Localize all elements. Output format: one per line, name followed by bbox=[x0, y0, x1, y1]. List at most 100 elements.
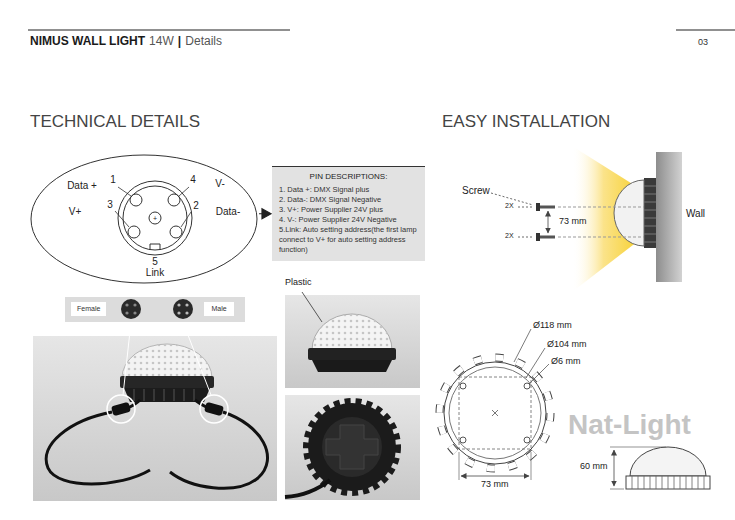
pin-diagram: Data +14V-V+32Data-+5Link bbox=[30, 154, 258, 284]
dimension-line bbox=[610, 447, 666, 489]
cable bbox=[46, 412, 150, 484]
screw-symbol bbox=[540, 236, 555, 239]
bottom-view bbox=[524, 437, 530, 443]
connector-photo-bar bbox=[65, 297, 245, 322]
lamp-photo bbox=[200, 395, 228, 423]
header-rule bbox=[676, 29, 735, 30]
dimension-line bbox=[459, 452, 460, 480]
lamp-bottom-photo bbox=[326, 425, 378, 469]
leader-line bbox=[518, 237, 533, 238]
bottom-view bbox=[440, 358, 551, 469]
cable bbox=[170, 412, 268, 488]
connector-face bbox=[118, 181, 192, 255]
pin-leader bbox=[179, 187, 189, 196]
connector-photo-bar bbox=[65, 297, 245, 322]
lamp-top-photo bbox=[312, 314, 392, 350]
lamp-bottom-photo bbox=[285, 480, 330, 497]
dimension: 73 mm bbox=[481, 480, 509, 490]
quantity-mark: 2X bbox=[505, 232, 514, 240]
lamp-photo bbox=[134, 389, 194, 401]
lamp-photo bbox=[122, 344, 212, 378]
lamp-top-photo bbox=[308, 348, 396, 360]
pin-label: 1 bbox=[110, 175, 116, 185]
bottom-view bbox=[460, 383, 466, 389]
wall-mount-view bbox=[656, 152, 682, 282]
connector-photo-bar bbox=[133, 303, 136, 306]
pin-description: 4. V-: Power Supplier 24V Negative bbox=[279, 215, 418, 225]
pin-label: 4 bbox=[190, 175, 196, 185]
dimension: Ø6 mm bbox=[551, 357, 581, 367]
pin-leader bbox=[181, 212, 191, 227]
bottom-view bbox=[460, 437, 466, 443]
pin-description: 5.Link: Auto setting address(the first l… bbox=[279, 225, 418, 255]
lamp-photo bbox=[111, 402, 131, 416]
part-name: Plastic bbox=[285, 278, 312, 288]
section-heading: TECHNICAL DETAILS bbox=[30, 113, 200, 132]
screw-symbol bbox=[536, 203, 540, 211]
lamp-photo bbox=[33, 336, 277, 501]
lamp-top-photo bbox=[312, 314, 392, 350]
header-rule bbox=[28, 29, 735, 30]
dimension-line bbox=[614, 450, 615, 486]
section-heading: EASY INSTALLATION bbox=[442, 113, 610, 132]
header-rule bbox=[28, 29, 290, 30]
part-name: Wall bbox=[686, 208, 705, 219]
connector-face bbox=[170, 226, 182, 238]
dimension-line bbox=[610, 489, 624, 490]
pin-description-box: PIN DESCRIPTIONS:1. Data +: DMX Signal p… bbox=[272, 166, 425, 261]
connector-face bbox=[123, 186, 187, 250]
lamp-photo bbox=[107, 395, 135, 423]
pin-label: V+ bbox=[69, 207, 82, 217]
pointer-arrow bbox=[259, 209, 271, 219]
pin-label: + bbox=[153, 215, 157, 222]
leader-line bbox=[491, 193, 533, 237]
connector-photo-bar bbox=[185, 303, 188, 306]
header-subtitle: Details bbox=[185, 35, 222, 48]
bottom-view bbox=[459, 377, 531, 449]
pin-label: Data- bbox=[216, 207, 240, 217]
leader-line bbox=[514, 329, 531, 362]
lamp-bottom-photo bbox=[285, 395, 420, 500]
connector-tag: Male bbox=[204, 302, 234, 316]
pin-leader bbox=[115, 211, 129, 227]
dimension: 60 mm bbox=[580, 462, 608, 472]
pin-leader bbox=[118, 187, 131, 196]
leader-line bbox=[526, 348, 545, 378]
ellipse-outline bbox=[31, 155, 257, 283]
dimension: Ø118 mm bbox=[533, 321, 572, 331]
lamp-bottom-photo bbox=[308, 403, 396, 491]
connector-face bbox=[130, 194, 142, 206]
bottom-view bbox=[444, 362, 546, 464]
ellipse-outline bbox=[30, 154, 258, 284]
header-title: NIMUS WALL LIGHT bbox=[30, 35, 145, 48]
leader-line bbox=[518, 207, 533, 208]
connector-tag: Female bbox=[71, 302, 106, 316]
bottom-view bbox=[492, 410, 498, 416]
bottom-view bbox=[440, 358, 551, 469]
connector-face bbox=[168, 194, 180, 206]
connector-label: Female bbox=[77, 305, 100, 313]
lamp-bottom-photo bbox=[322, 417, 382, 477]
lamp-photo bbox=[122, 344, 212, 378]
page-number: 03 bbox=[698, 38, 708, 48]
side-view bbox=[626, 476, 710, 489]
screw-symbol bbox=[536, 203, 555, 241]
lamp-photo bbox=[123, 322, 131, 395]
watermark: Nat-Light bbox=[568, 410, 691, 441]
dimension: 73 mm bbox=[559, 217, 587, 227]
wall-mount-view bbox=[644, 178, 656, 248]
lamp-top-photo bbox=[285, 292, 420, 388]
connector-photo-bar bbox=[125, 303, 128, 306]
connector-photo-bar bbox=[177, 303, 180, 306]
wall-mount-view bbox=[644, 186, 656, 242]
connector-photo-bar bbox=[125, 311, 128, 314]
screw-symbol bbox=[536, 233, 540, 241]
pin-description: 2. Data-: DMX Signal Negative bbox=[279, 195, 418, 205]
connector-face bbox=[128, 226, 140, 238]
screw-hole-line bbox=[558, 237, 644, 238]
lamp-photo bbox=[183, 322, 211, 395]
side-view bbox=[630, 447, 706, 476]
screw-hole-line bbox=[558, 207, 644, 237]
